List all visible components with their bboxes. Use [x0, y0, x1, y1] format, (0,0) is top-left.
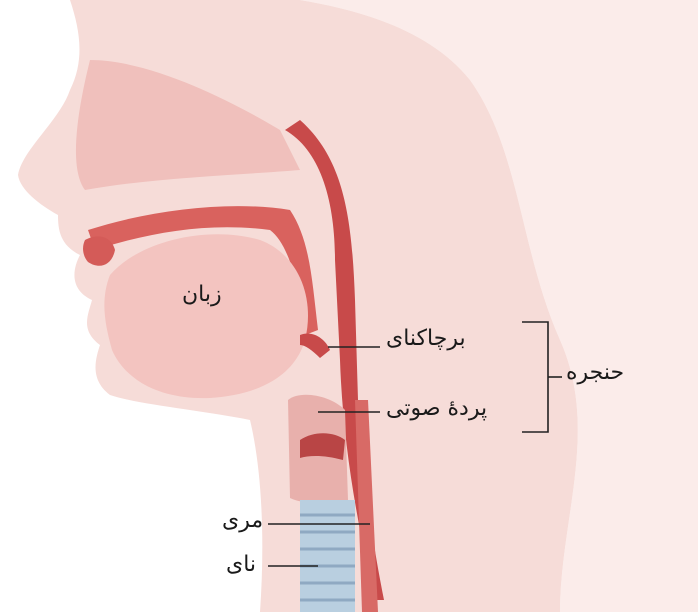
vocal-cords-label: پردهٔ صوتی: [386, 396, 487, 421]
larynx-label: حنجره: [566, 360, 624, 385]
vocal-fold-shape: [300, 433, 345, 460]
tongue-shape: [104, 234, 308, 398]
esophagus-label: مری: [222, 508, 263, 533]
trachea-shape: [300, 500, 355, 612]
tongue-label: زبان: [182, 282, 222, 307]
epiglottis-label: برچاکنای: [386, 326, 466, 351]
trachea-label: نای: [226, 552, 256, 577]
